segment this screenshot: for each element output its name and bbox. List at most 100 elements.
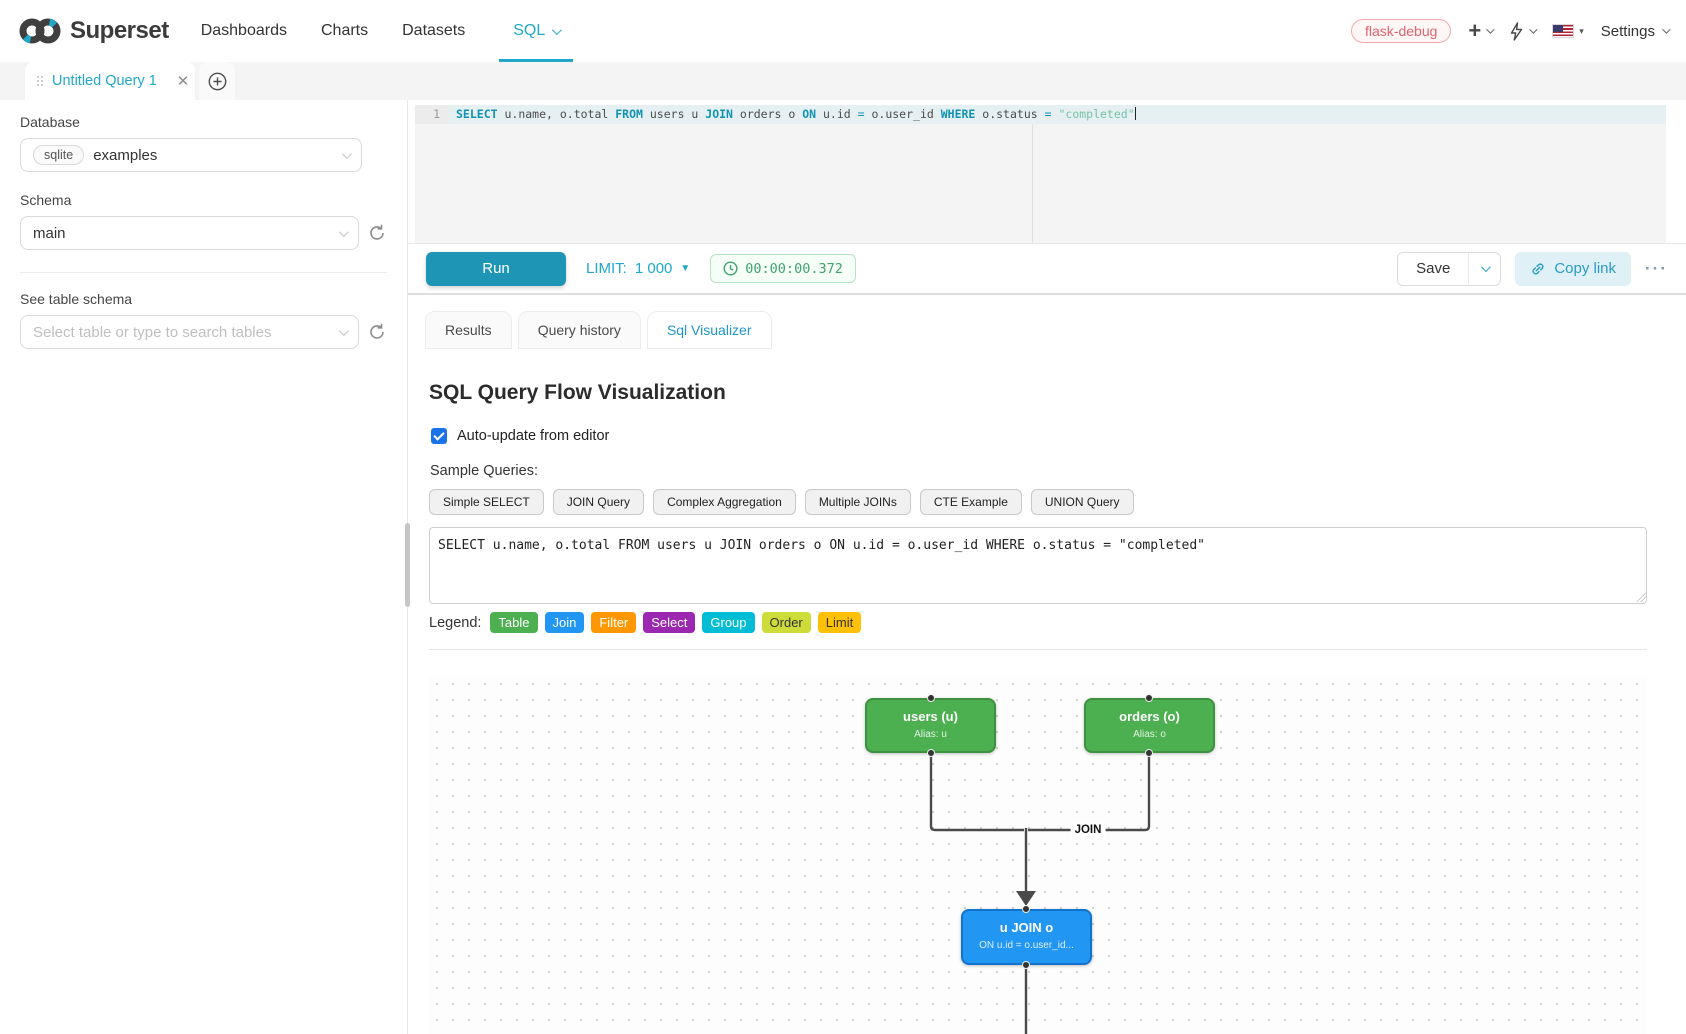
edge-label-join: JOIN (1070, 823, 1106, 837)
legend-badge-table: Table (490, 612, 538, 633)
auto-update-checkbox[interactable] (431, 428, 447, 444)
sample-cte-example-button[interactable]: CTE Example (919, 489, 1022, 515)
sql-input-textarea[interactable]: SELECT u.name, o.total FROM users u JOIN… (429, 527, 1647, 604)
node-handle[interactable] (1145, 749, 1153, 757)
node-handle[interactable] (1145, 694, 1153, 702)
line-number: 1 (415, 105, 449, 124)
vertical-scrollbar[interactable] (405, 523, 410, 607)
table-schema-label: See table schema (20, 291, 133, 307)
pane-divider (408, 293, 1686, 295)
new-query-tab-button[interactable] (199, 62, 235, 100)
save-button[interactable]: Save (1416, 260, 1451, 277)
plus-circle-icon (208, 72, 226, 90)
legend: Legend: Table Join Filter Select Group O… (429, 612, 862, 633)
flow-node-join[interactable]: u JOIN o ON u.id = o.user_id... (961, 909, 1092, 965)
superset-logo-icon (19, 18, 61, 44)
save-options-button[interactable] (1468, 252, 1500, 285)
chevron-down-icon (341, 148, 352, 159)
flow-edges (929, 753, 1151, 1034)
header-right: flask-debug + ▾ Settings (1351, 18, 1671, 43)
new-item-button[interactable]: + (1468, 18, 1495, 43)
arrowhead-icon (1016, 891, 1036, 906)
node-handle[interactable] (1022, 961, 1030, 969)
main-nav: Dashboards Charts Datasets SQL (201, 0, 574, 62)
query-tabbar: Untitled Query 1 ✕ (0, 62, 1686, 100)
query-tab-title: Untitled Query 1 (52, 73, 157, 89)
legend-badge-join: Join (544, 612, 585, 633)
result-tabs: Results Query history Sql Visualizer (425, 311, 772, 349)
sample-union-query-button[interactable]: UNION Query (1030, 489, 1134, 515)
database-label: Database (20, 114, 80, 130)
flow-node-users[interactable]: users (u) Alias: u (865, 698, 996, 753)
caret-down-icon: ▾ (1579, 25, 1584, 36)
table-select-placeholder: Select table or type to search tables (33, 323, 272, 341)
brand-name: Superset (70, 17, 169, 44)
node-handle[interactable] (927, 694, 935, 702)
refresh-icon[interactable] (367, 322, 387, 342)
legend-badge-filter: Filter (591, 612, 637, 633)
legend-label: Legend: (429, 614, 482, 631)
caret-down-icon: ▼ (680, 263, 691, 274)
tab-query-history[interactable]: Query history (517, 311, 641, 349)
database-engine-badge: sqlite (33, 145, 85, 165)
nav-datasets[interactable]: Datasets (402, 22, 466, 39)
query-flow-canvas[interactable]: users (u) Alias: u orders (o) Alias: o u… (429, 676, 1647, 1034)
sqllab-sidebar: Database sqlite examples Schema main See… (0, 100, 408, 1034)
auto-update-row: Auto-update from editor (431, 428, 609, 444)
more-menu-button[interactable]: ··· (1645, 258, 1668, 278)
editor-active-line: 1 SELECT u.name, o.total FROM users u JO… (415, 105, 1666, 124)
plus-icon: + (1468, 18, 1482, 43)
chevron-down-icon (1486, 25, 1495, 34)
lightning-icon (1511, 21, 1523, 41)
chevron-down-icon (338, 325, 349, 336)
settings-menu[interactable]: Settings (1601, 23, 1671, 40)
table-select[interactable]: Select table or type to search tables (20, 315, 359, 349)
superset-logo[interactable]: Superset (18, 16, 169, 46)
schema-select[interactable]: main (20, 216, 359, 250)
database-select[interactable]: sqlite examples (20, 138, 362, 172)
textarea-resize-handle[interactable] (1636, 592, 1646, 602)
page-title: SQL Query Flow Visualization (429, 381, 726, 404)
legend-badge-group: Group (702, 612, 755, 633)
sql-code-line[interactable]: SELECT u.name, o.total FROM users u JOIN… (449, 105, 1666, 124)
sql-editor[interactable]: 1 SELECT u.name, o.total FROM users u JO… (415, 100, 1666, 243)
legend-badge-limit: Limit (817, 612, 862, 633)
tab-results[interactable]: Results (425, 311, 512, 349)
nav-dashboards[interactable]: Dashboards (200, 22, 287, 39)
node-handle[interactable] (1022, 905, 1030, 913)
query-timer: 00:00:00.372 (710, 254, 856, 283)
nav-sql[interactable]: SQL (499, 0, 574, 62)
chevron-down-icon (1662, 25, 1671, 34)
chevron-down-icon (552, 24, 563, 35)
copy-link-button[interactable]: Copy link (1515, 251, 1632, 286)
content-divider (429, 649, 1647, 650)
schema-label: Schema (20, 192, 72, 208)
link-icon (1532, 262, 1544, 275)
chevron-down-icon (1529, 25, 1538, 34)
editor-toolbar: Run LIMIT: 1 000 ▼ 00:00:00.372 Save Cop… (408, 243, 1686, 293)
close-icon[interactable]: ✕ (176, 73, 190, 90)
language-picker[interactable]: ▾ (1552, 24, 1584, 38)
sample-multiple-joins-button[interactable]: Multiple JOINs (804, 489, 911, 515)
refresh-icon[interactable] (367, 223, 387, 243)
sample-join-query-button[interactable]: JOIN Query (552, 489, 645, 515)
node-handle[interactable] (927, 749, 935, 757)
chevron-down-icon (1481, 262, 1492, 273)
query-status-button[interactable] (1509, 21, 1538, 41)
tab-sql-visualizer[interactable]: Sql Visualizer (646, 311, 772, 349)
sample-queries-label: Sample Queries: (430, 463, 538, 479)
database-value: examples (93, 146, 158, 164)
drag-handle-icon[interactable] (37, 76, 43, 86)
sample-simple-select-button[interactable]: Simple SELECT (429, 489, 544, 515)
flow-node-orders[interactable]: orders (o) Alias: o (1084, 698, 1215, 753)
nav-charts[interactable]: Charts (320, 22, 369, 39)
chevron-down-icon (338, 226, 349, 237)
sample-query-buttons: Simple SELECT JOIN Query Complex Aggrega… (429, 489, 1134, 515)
query-tab[interactable]: Untitled Query 1 ✕ (25, 62, 195, 100)
legend-badge-select: Select (643, 612, 696, 633)
text-cursor (1134, 107, 1137, 120)
sample-complex-aggregation-button[interactable]: Complex Aggregation (653, 489, 796, 515)
limit-dropdown[interactable]: LIMIT: 1 000 ▼ (586, 260, 691, 277)
sidebar-divider (20, 272, 387, 273)
run-button[interactable]: Run (426, 251, 566, 286)
